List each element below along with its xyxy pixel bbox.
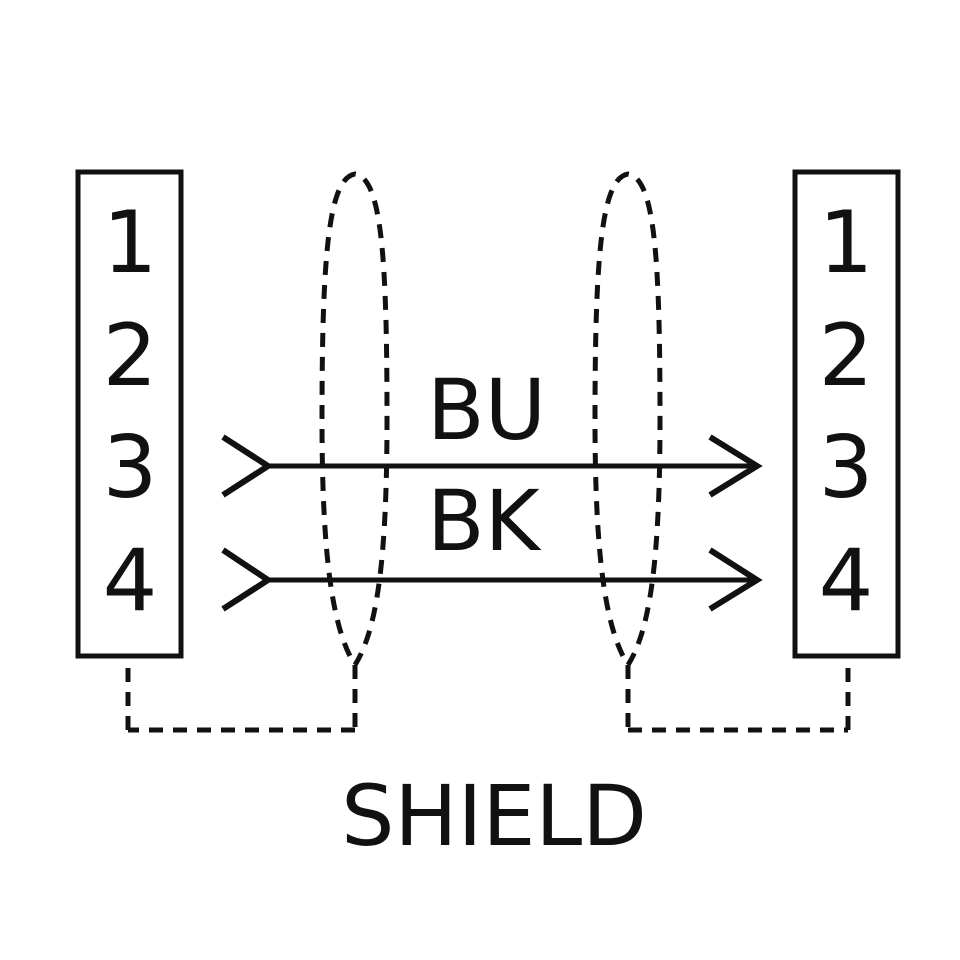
left-shield-ellipse: [319, 171, 390, 670]
left-pin-4: 4: [103, 531, 158, 631]
wire-bu-input-chevron: [221, 434, 274, 498]
left-pin-3: 3: [103, 418, 158, 518]
right-pin-2: 2: [819, 306, 874, 406]
right-pin-4: 4: [819, 531, 874, 631]
wire-bu-arrowhead: [708, 434, 763, 498]
wire-bk-input-chevron: [221, 547, 274, 612]
left-connector: 1 2 3 4: [75, 169, 184, 659]
left-pin-2: 2: [103, 306, 158, 406]
right-pin-1: 1: [819, 193, 874, 293]
right-connector: 1 2 3 4: [792, 169, 901, 659]
shield-label: SHIELD: [341, 767, 647, 865]
right-pin-3: 3: [819, 418, 874, 518]
wire-bu: BU: [221, 361, 763, 498]
left-shield-loop: [125, 171, 390, 733]
right-shield-loop: [592, 171, 851, 733]
wire-bk: BK: [221, 472, 763, 612]
wire-bu-label: BU: [427, 361, 546, 459]
wire-bk-arrowhead: [708, 547, 763, 612]
left-pin-1: 1: [103, 193, 158, 293]
wire-bk-label: BK: [427, 472, 542, 570]
right-shield-ellipse: [592, 171, 663, 670]
